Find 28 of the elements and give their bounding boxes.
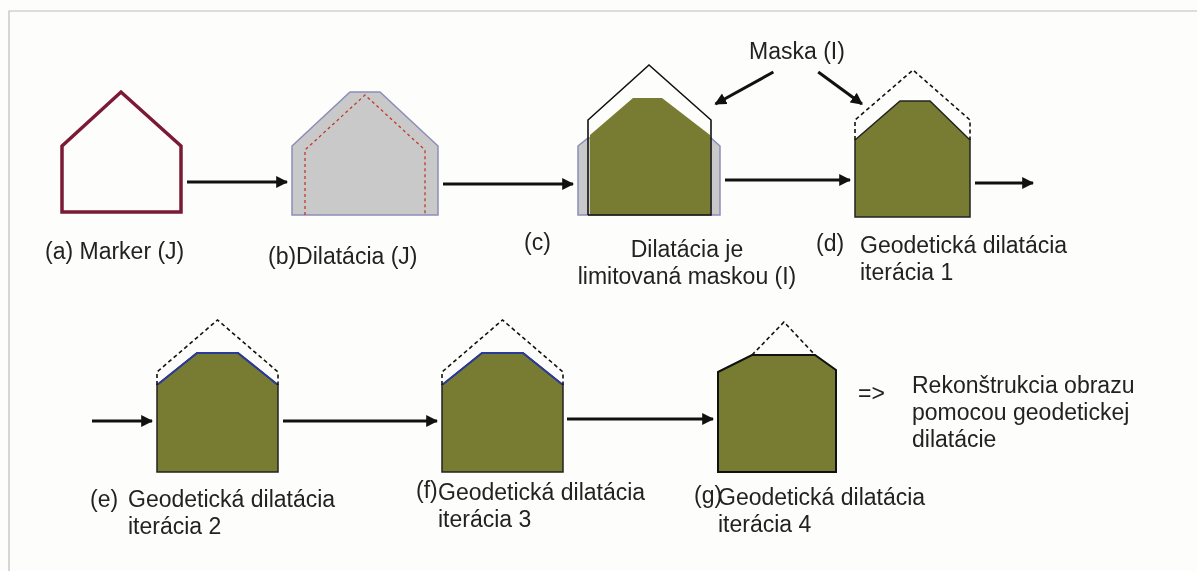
node-label: Dilatácia je limitovaná maskou (I) <box>576 236 798 290</box>
result-text: Rekonštrukcia obrazu pomocou geodetickej dilatácie <box>912 372 1174 453</box>
panel-letter: (e) <box>90 486 120 513</box>
panel-letter: (d) <box>816 230 846 257</box>
mask-label: Maska (I) <box>738 38 856 65</box>
pentagon-shape <box>716 320 838 474</box>
node-label: Geodetická dilatácia iterácia 1 <box>860 232 1069 286</box>
node-label: Geodetická dilatácia iterácia 3 <box>438 479 647 533</box>
node-label: (a) Marker (J) <box>45 238 186 265</box>
pentagon-shape <box>290 90 440 217</box>
pentagon-shape <box>60 90 184 215</box>
node-label: Geodetická dilatácia iterácia 2 <box>128 486 337 540</box>
node-label: (b)Dilatácia (J) <box>268 243 419 270</box>
pentagon-shape <box>576 63 722 217</box>
pentagon-shape <box>440 318 564 474</box>
arrow <box>975 177 1035 189</box>
arrow <box>443 178 575 190</box>
arrow <box>283 415 439 427</box>
arrow <box>187 176 289 188</box>
arrow <box>817 70 863 106</box>
panel-letter: (c) <box>524 229 552 256</box>
arrow <box>714 70 775 106</box>
arrow <box>725 174 852 186</box>
pentagon-shape <box>853 68 972 219</box>
pentagon-shape <box>155 318 280 474</box>
arrow <box>567 413 715 425</box>
arrow <box>92 415 154 427</box>
implies-sign: => <box>858 380 886 407</box>
